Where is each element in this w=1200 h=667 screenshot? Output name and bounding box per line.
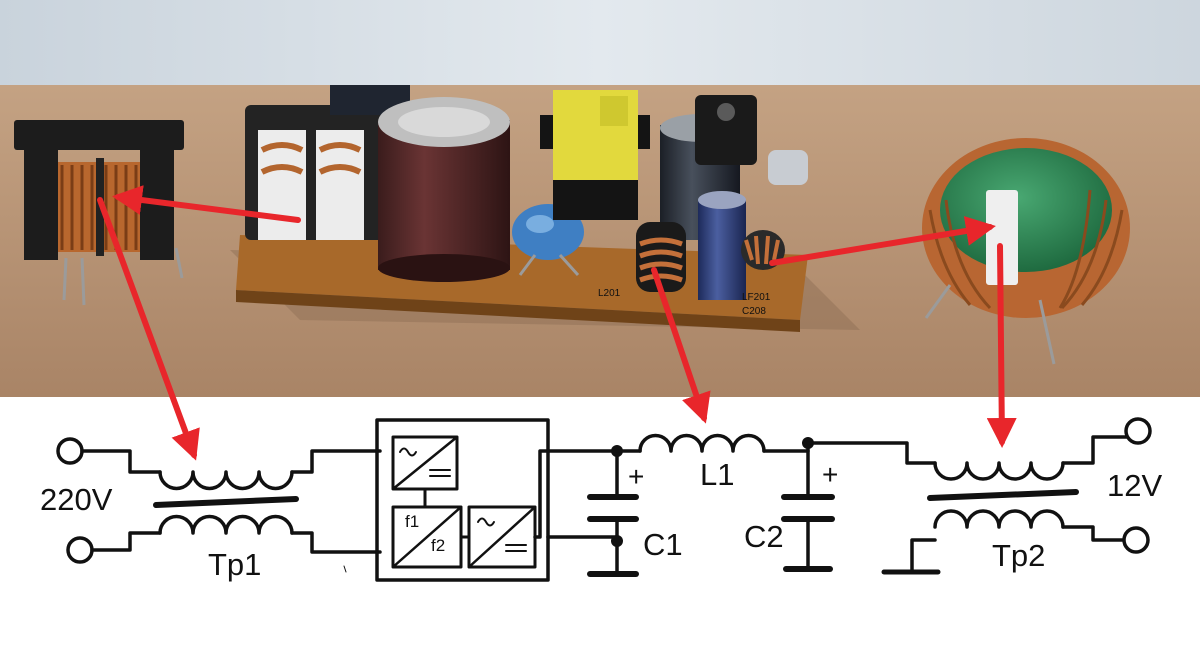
label-tp1: Tp1 <box>208 547 261 582</box>
capacitor-c2 <box>781 437 835 572</box>
input-terminal-bottom <box>66 536 94 564</box>
label-c1: C1 <box>643 527 683 562</box>
label-output-voltage: 12V <box>1107 468 1162 503</box>
label-freq-in: f1 <box>405 512 419 531</box>
transformer-tp2 <box>881 435 1128 575</box>
pcb-board: L201 LF201 C208 <box>236 85 808 332</box>
arrow-to-output-toroid <box>769 216 996 266</box>
output-terminal-bottom <box>1122 526 1150 554</box>
label-c2: C2 <box>744 519 784 554</box>
pointer-arrows <box>97 185 1017 461</box>
photo: L201 LF201 C208 <box>0 0 1200 461</box>
label-l1: L1 <box>700 457 734 492</box>
transformer-tp1 <box>80 449 382 554</box>
input-terminal-top <box>56 437 84 465</box>
arrow-to-input-choke <box>112 185 301 223</box>
label-plus-c2: + <box>822 459 838 490</box>
block-symbols <box>399 447 527 552</box>
label-input-voltage: 220V <box>40 482 113 517</box>
pcb-marking-c208: C208 <box>742 306 766 317</box>
pcb-marking-l201: L201 <box>598 288 621 299</box>
schematic <box>56 417 1152 582</box>
arrow-inductor-to-l1 <box>651 267 711 424</box>
arrow-toroid-to-tp2 <box>986 243 1017 448</box>
arrow-choke-to-tp1 <box>97 197 200 461</box>
output-terminal-top <box>1124 417 1152 445</box>
capacitor-c1 <box>587 445 639 577</box>
schematic-labels: 220V Tp1 f1 f2 + L1 C1 + C2 12V Tp2 <box>40 457 1162 582</box>
converter-block <box>375 418 550 582</box>
label-plus-c1: + <box>628 461 644 492</box>
inductor-l1 <box>615 433 810 453</box>
pcb-marking-lf201: LF201 <box>742 292 771 303</box>
label-tp2: Tp2 <box>992 538 1045 573</box>
label-freq-out: f2 <box>431 536 445 555</box>
